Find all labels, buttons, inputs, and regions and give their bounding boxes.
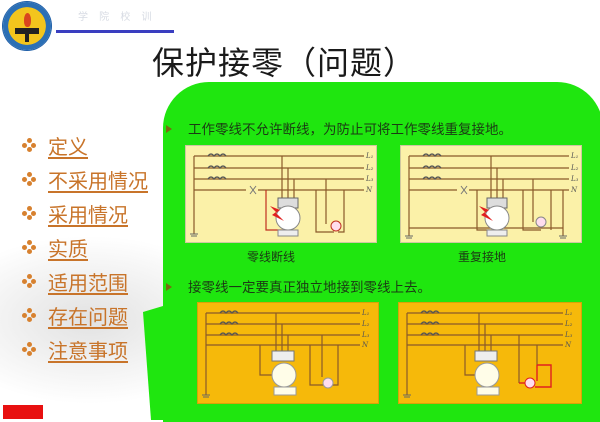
- svg-text:L₃: L₃: [365, 175, 374, 183]
- school-name: 学 院 校 训: [78, 12, 156, 23]
- svg-text:L₁: L₁: [570, 152, 579, 160]
- nav-label[interactable]: 注意事项: [48, 338, 128, 363]
- diamond-bullet-icon: [22, 274, 36, 288]
- nav-label[interactable]: 不采用情况: [48, 168, 148, 193]
- diamond-bullet-icon: [22, 308, 36, 322]
- nav-label[interactable]: 存在问题: [48, 304, 128, 329]
- arrow-bullet-icon: [166, 283, 172, 291]
- svg-text:L₁: L₁: [361, 309, 370, 317]
- torch-stand-icon: [25, 34, 29, 42]
- slide-nav: 定义 不采用情况 采用情况 实质 适用范围 存在问题 注意事项: [22, 128, 148, 366]
- svg-text:N: N: [570, 186, 578, 194]
- nav-item-problems[interactable]: 存在问题: [22, 298, 148, 332]
- header-rule: [56, 30, 174, 33]
- circuit-diagram-3: L₁ L₂ L₃ N: [202, 309, 370, 398]
- school-logo: [3, 2, 51, 50]
- nav-item-essence[interactable]: 实质: [22, 230, 148, 264]
- diagram-2-caption: 重复接地: [458, 250, 507, 264]
- point-2-text: 接零线一定要真正独立地接到零线上去。: [188, 280, 431, 296]
- diagram-incorrect-neutral: L₁ L₂ L₃ N: [398, 302, 582, 404]
- svg-text:L₁: L₁: [365, 152, 374, 160]
- book-icon: [15, 28, 39, 34]
- diagram-neutral-break: L₁ L₂ L₃ N: [185, 145, 377, 243]
- diagram-independent-neutral: L₁ L₂ L₃ N: [197, 302, 379, 404]
- svg-text:L₂: L₂: [570, 164, 579, 172]
- nav-item-scope[interactable]: 适用范围: [22, 264, 148, 298]
- page-title: 保护接零（问题）: [152, 44, 417, 82]
- arrow-bullet-icon: [166, 125, 172, 133]
- svg-text:L₃: L₃: [564, 331, 573, 339]
- diamond-bullet-icon: [22, 138, 36, 152]
- nav-item-used-cases[interactable]: 采用情况: [22, 196, 148, 230]
- circuit-diagram-2: L₁ L₂ L₃ N: [405, 152, 579, 239]
- torch-flame-icon: [24, 13, 31, 27]
- nav-label[interactable]: 定义: [48, 134, 88, 159]
- red-corner-button[interactable]: [3, 405, 43, 419]
- svg-text:L₁: L₁: [564, 309, 573, 317]
- svg-text:L₂: L₂: [564, 320, 573, 328]
- nav-item-not-used-cases[interactable]: 不采用情况: [22, 162, 148, 196]
- svg-text:N: N: [361, 341, 369, 349]
- svg-text:L₃: L₃: [361, 331, 370, 339]
- diamond-bullet-icon: [22, 342, 36, 356]
- svg-text:N: N: [365, 186, 373, 194]
- circuit-diagram-1: L₁ L₂ L₃ N: [190, 152, 374, 237]
- nav-label[interactable]: 实质: [48, 236, 88, 261]
- diagram-repeat-grounding: L₁ L₂ L₃ N: [400, 145, 582, 243]
- nav-label[interactable]: 采用情况: [48, 202, 128, 227]
- nav-item-definition[interactable]: 定义: [22, 128, 148, 162]
- diagram-1-caption: 零线断线: [247, 250, 296, 264]
- point-1-text: 工作零线不允许断线，为防止可将工作零线重复接地。: [188, 122, 512, 138]
- nav-label[interactable]: 适用范围: [48, 270, 128, 295]
- nav-item-precautions[interactable]: 注意事项: [22, 332, 148, 366]
- svg-text:N: N: [564, 341, 572, 349]
- diamond-bullet-icon: [22, 240, 36, 254]
- diamond-bullet-icon: [22, 206, 36, 220]
- svg-text:L₂: L₂: [361, 320, 370, 328]
- svg-text:L₂: L₂: [365, 164, 374, 172]
- circuit-diagram-4: L₁ L₂ L₃ N: [403, 309, 573, 398]
- diamond-bullet-icon: [22, 172, 36, 186]
- svg-text:L₃: L₃: [570, 175, 579, 183]
